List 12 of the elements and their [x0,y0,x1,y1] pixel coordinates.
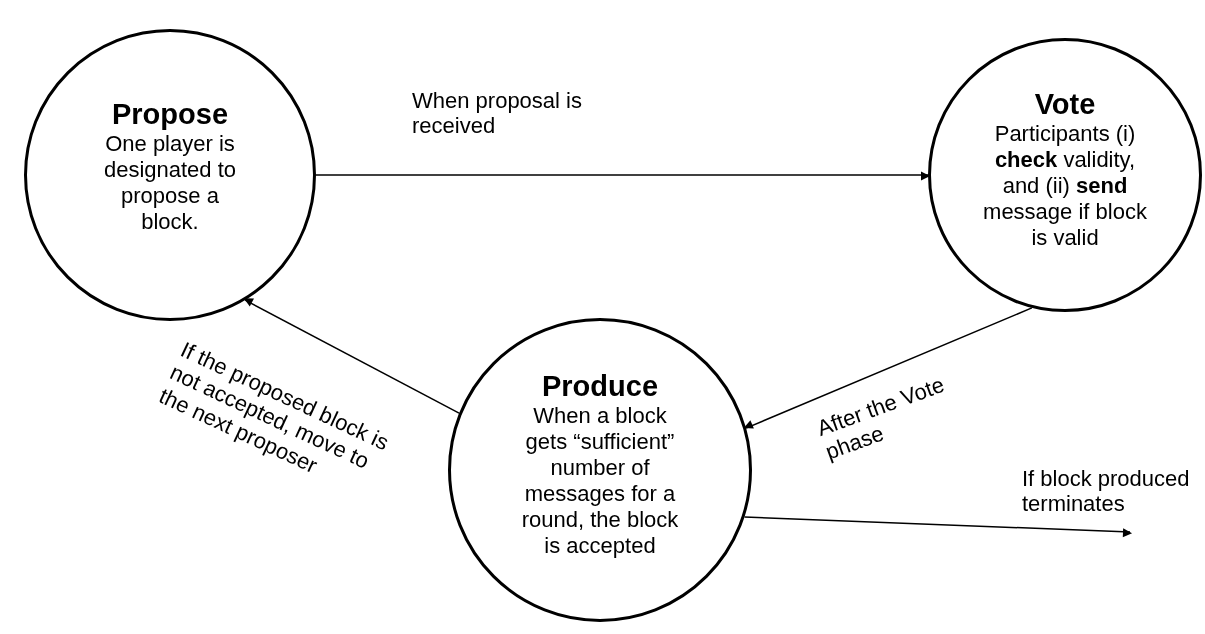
edge-label: If block produced terminates [1022,466,1191,517]
state-description: When a block gets “sufficient” number of messages for a round, the block is accepted [521,403,679,559]
arrow [243,298,460,414]
state-description: One player is designated to propose a block. [103,131,237,235]
state-title: Produce [542,371,658,404]
state-title: Vote [1034,89,1096,122]
arrow [743,307,1033,429]
edge-label: After the Vote phase [813,370,949,465]
state-title: Propose [112,99,228,132]
state-description: Participants (i) check validity, and (ii) send message if block is valid [982,121,1148,251]
arrow [743,516,1133,538]
edge-label: When proposal is received [412,88,583,139]
